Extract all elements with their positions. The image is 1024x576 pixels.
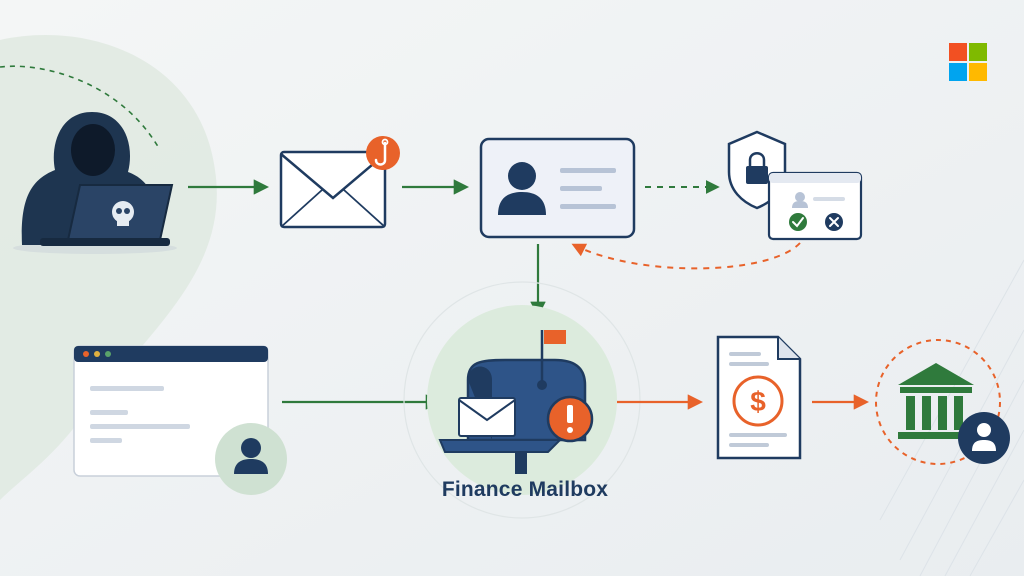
svg-text:$: $ (750, 386, 766, 417)
phishing-email-icon (279, 136, 400, 229)
shield-lock-verification-icon (727, 130, 863, 241)
hooded-hacker-icon (0, 65, 177, 254)
microsoft-logo (949, 43, 987, 81)
browser-window-with-user-icon (73, 345, 287, 495)
arrow-security-back-to-profile (571, 242, 801, 270)
bank-with-user-icon (875, 339, 1010, 465)
attacker-dashed-arc (0, 65, 161, 151)
finance-mailbox-icon (403, 281, 641, 519)
user-profile-card-icon (479, 137, 636, 239)
dollar-invoice-icon: $ (716, 335, 802, 460)
